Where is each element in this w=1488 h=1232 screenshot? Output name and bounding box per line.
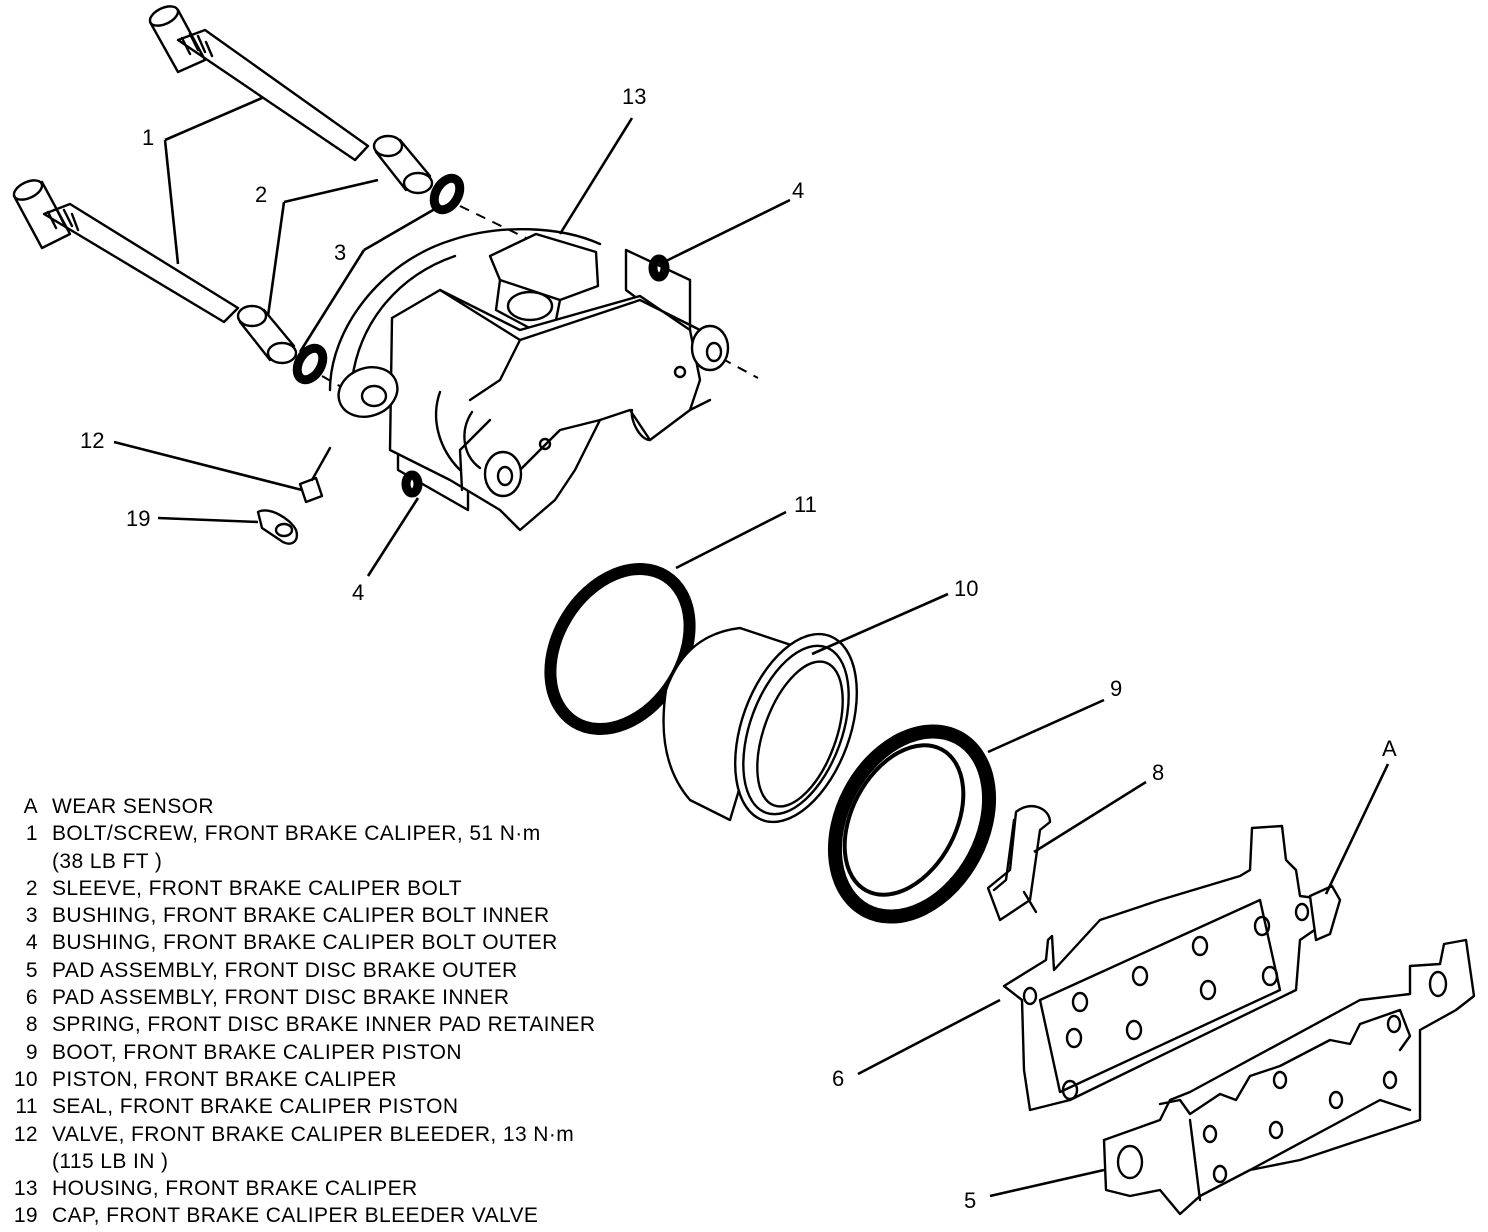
legend-text: PISTON, FRONT BRAKE CALIPER [52,1067,397,1091]
callout-10: 10 [954,576,978,601]
legend-key: 8 [25,1013,38,1037]
legend-key: 4 [25,931,38,955]
callout-19: 19 [126,506,150,531]
legend-row: 5 PAD ASSEMBLY, FRONT DISC BRAKE OUTER [0,958,700,985]
legend-text: BOLT/SCREW, FRONT BRAKE CALIPER, 51 N·m [52,822,541,846]
inner-pad-assembly [1002,824,1342,1112]
legend-key: 9 [25,1040,38,1064]
legend-text: SEAL, FRONT BRAKE CALIPER PISTON [52,1095,459,1119]
legend-row: 10 PISTON, FRONT BRAKE CALIPER [0,1067,700,1094]
legend-row: A WEAR SENSOR [0,794,700,821]
legend-key: 5 [25,958,38,982]
callout-2: 2 [255,182,267,207]
inner-bushing-upper [429,173,465,215]
legend-text: BOOT, FRONT BRAKE CALIPER PISTON [52,1040,462,1064]
callout-13: 13 [622,84,646,109]
callout-6: 6 [832,1066,844,1091]
legend-row: 1 BOLT/SCREW, FRONT BRAKE CALIPER, 51 N·m [0,821,700,848]
legend-key: 2 [25,876,38,900]
legend-row: 8 SPRING, FRONT DISC BRAKE INNER PAD RETA… [0,1012,700,1039]
legend-key: 13 [13,1177,38,1201]
callout-1: 1 [142,125,154,150]
legend-text: PAD ASSEMBLY, FRONT DISC BRAKE OUTER [52,958,518,982]
legend-text: SPRING, FRONT DISC BRAKE INNER PAD RETAI… [52,1013,596,1037]
legend-key: 3 [25,904,38,928]
callout-4-upper: 4 [792,178,804,203]
legend-text: BUSHING, FRONT BRAKE CALIPER BOLT INNER [52,904,550,928]
callout-4-lower: 4 [352,580,364,605]
callout-12: 12 [80,428,104,453]
legend-row: (115 LB IN ) [0,1149,700,1176]
legend-text: (38 LB FT ) [52,849,163,873]
legend-text: CAP, FRONT BRAKE CALIPER BLEEDER VALVE [52,1204,539,1228]
outer-pad-assembly [1102,938,1476,1216]
legend-text: (115 LB IN ) [52,1149,169,1173]
callout-3: 3 [334,240,346,265]
legend-row: 19 CAP, FRONT BRAKE CALIPER BLEEDER VALVE [0,1203,700,1230]
callout-9: 9 [1110,676,1122,701]
piston-boot [827,724,997,924]
retainer-spring [986,805,1052,922]
legend-row: 13 HOUSING, FRONT BRAKE CALIPER [0,1176,700,1203]
legend-key: 6 [25,986,38,1010]
legend-text: PAD ASSEMBLY, FRONT DISC BRAKE INNER [52,986,510,1010]
legend-text: WEAR SENSOR [52,795,214,818]
legend-key: 19 [13,1204,38,1228]
legend-row: 2 SLEEVE, FRONT BRAKE CALIPER BOLT [0,876,700,903]
legend-row: 3 BUSHING, FRONT BRAKE CALIPER BOLT INNER [0,903,700,930]
parts-legend: A WEAR SENSOR 1 BOLT/SCREW, FRONT BRAKE CA… [0,794,700,1231]
legend-row: 4 BUSHING, FRONT BRAKE CALIPER BOLT OUTER [0,930,700,957]
callout-A: A [1382,736,1397,761]
legend-text: SLEEVE, FRONT BRAKE CALIPER BOLT [52,876,462,900]
wear-sensor [1308,884,1342,942]
caliper-bolt-upper [148,5,370,162]
legend-key: 12 [13,1122,38,1146]
legend-text: BUSHING, FRONT BRAKE CALIPER BOLT OUTER [52,931,558,955]
pad-rivet-holes [1022,915,1279,1101]
callout-11: 11 [794,492,817,517]
piston [662,626,859,824]
legend-key: 11 [15,1095,38,1119]
bolt-sleeve-upper [372,134,434,195]
bolt-sleeve-lower [236,304,298,365]
legend-text: VALVE, FRONT BRAKE CALIPER BLEEDER, 13 N… [52,1122,575,1146]
legend-row: (38 LB FT ) [0,849,700,876]
caliper-housing [328,227,730,532]
bleeder-cap [256,509,299,545]
legend-text: HOUSING, FRONT BRAKE CALIPER [52,1177,418,1201]
legend-row: 6 PAD ASSEMBLY, FRONT DISC BRAKE INNER [0,985,700,1012]
callout-8: 8 [1152,760,1164,785]
inner-bushing-lower [292,343,328,385]
legend-row: 12 VALVE, FRONT BRAKE CALIPER BLEEDER, 13… [0,1122,700,1149]
legend-key: 1 [25,822,38,846]
legend-key: 10 [13,1067,38,1091]
leader-lines [113,96,1390,1198]
legend-row: 9 BOOT, FRONT BRAKE CALIPER PISTON [0,1040,700,1067]
legend-key: A [23,795,38,818]
callout-5: 5 [964,1188,976,1213]
bleeder-valve [298,446,332,504]
caliper-bolt-lower [12,179,240,324]
legend-row: 11 SEAL, FRONT BRAKE CALIPER PISTON [0,1094,700,1121]
